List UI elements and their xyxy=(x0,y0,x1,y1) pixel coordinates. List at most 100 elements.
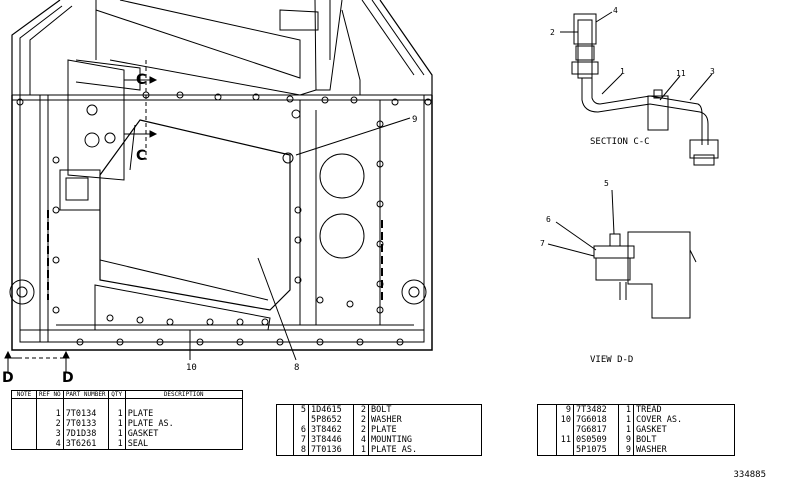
cell-qty: 2 xyxy=(353,415,369,425)
cell-desc: TREAD xyxy=(633,404,735,415)
section-mark-c-bottom: C xyxy=(136,148,146,164)
cell-desc: WASHER xyxy=(633,445,735,456)
cell-desc: PLATE AS. xyxy=(368,445,482,456)
table-row: 7G6817 1 GASKET xyxy=(537,425,735,435)
cell-desc: SEAL xyxy=(124,438,243,449)
table-row: 8 7T0136 1 PLATE AS. xyxy=(276,445,482,456)
cell-part: 3T8462 xyxy=(308,425,354,435)
header-ref: REF NO xyxy=(36,390,64,399)
table-row: 11 0S0509 9 BOLT xyxy=(537,435,735,445)
table-row: 2 7T0133 1 PLATE AS. xyxy=(11,418,243,429)
cell-desc: COVER AS. xyxy=(633,415,735,425)
parts-table-3: 9 7T3482 1 TREAD 10 7G6018 1 COVER AS. 7… xyxy=(537,404,735,456)
table-row: 5 1D4615 2 BOLT xyxy=(276,404,482,415)
header-part: PART NUMBER xyxy=(62,390,109,399)
cell-desc: WASHER xyxy=(368,415,482,425)
table-row: 4 3T6261 1 SEAL xyxy=(11,438,243,449)
cell-ref: 4 xyxy=(36,438,64,449)
cell-ref: 7 xyxy=(293,435,309,445)
section-mark-d-right: D xyxy=(62,370,74,386)
cell-note xyxy=(11,438,37,449)
header-desc: DESCRIPTION xyxy=(124,390,243,399)
cell-desc: GASKET xyxy=(633,425,735,435)
callout-dd-6: 6 xyxy=(546,215,551,224)
cell-ref: 10 xyxy=(556,415,574,425)
callout-dd-7: 7 xyxy=(540,239,545,248)
cell-ref: 8 xyxy=(293,445,309,456)
callout-8: 8 xyxy=(294,363,299,373)
table-row: 10 7G6018 1 COVER AS. xyxy=(537,415,735,425)
cell-desc: PLATE AS. xyxy=(124,418,243,429)
table-row: 7 3T8446 4 MOUNTING xyxy=(276,435,482,445)
cell-ref: 5 xyxy=(293,404,309,415)
cell-part: 3T6261 xyxy=(62,438,109,449)
section-cc-labels: 4 2 1 11 3 SECTION C-C xyxy=(550,6,715,147)
cell-ref: 3 xyxy=(36,428,64,439)
section-cc-caption: SECTION C-C xyxy=(590,137,650,147)
cell-ref: 9 xyxy=(556,404,574,415)
cell-qty: 1 xyxy=(107,428,126,439)
cell-note xyxy=(11,418,37,429)
cell-ref: 2 xyxy=(36,418,64,429)
cell-part: 7T0134 xyxy=(62,408,109,419)
cell-qty: 2 xyxy=(353,404,369,415)
view-dd-drawing xyxy=(547,189,697,319)
table-header-row: NOTE REF NO PART NUMBER QTY DESCRIPTION xyxy=(11,390,243,399)
cell-ref xyxy=(293,415,309,425)
cell-ref xyxy=(556,425,574,435)
view-dd-labels: 5 6 7 VIEW D-D xyxy=(540,179,633,365)
cell-part: 7G6018 xyxy=(573,415,619,425)
callout-cc-11: 11 xyxy=(676,69,686,78)
header-note: NOTE xyxy=(11,390,37,399)
cell-qty: 1 xyxy=(353,445,369,456)
parts-table-1: NOTE REF NO PART NUMBER QTY DESCRIPTION … xyxy=(11,390,243,450)
cell-part: 3T8446 xyxy=(308,435,354,445)
cell-qty: 2 xyxy=(353,425,369,435)
cell-desc: GASKET xyxy=(124,428,243,439)
section-mark-c-top: C xyxy=(136,72,146,88)
callout-9: 9 xyxy=(412,115,417,125)
cell-ref: 6 xyxy=(293,425,309,435)
callout-10: 10 xyxy=(186,363,197,373)
table-row: 1 7T0134 1 PLATE xyxy=(11,408,243,419)
section-cc-drawing xyxy=(560,11,719,166)
cell-part: 0S0509 xyxy=(573,435,619,445)
main-callouts: 10 8 9 C C D D xyxy=(2,72,417,386)
table-row: 3 7D1D38 1 GASKET xyxy=(11,428,243,439)
table-row: 5P1075 9 WASHER xyxy=(537,445,735,456)
cell-qty: 1 xyxy=(618,404,634,415)
cell-part: 7T0133 xyxy=(62,418,109,429)
cell-qty: 9 xyxy=(618,435,634,445)
section-mark-d-left: D xyxy=(2,370,14,386)
cell-note xyxy=(11,428,37,439)
cell-ref: 1 xyxy=(36,408,64,419)
cell-part: 7G6817 xyxy=(573,425,619,435)
cell-desc: BOLT xyxy=(633,435,735,445)
callout-cc-3: 3 xyxy=(710,67,715,76)
cell-qty: 1 xyxy=(618,415,634,425)
main-frame xyxy=(4,0,433,372)
view-dd-caption: VIEW D-D xyxy=(590,355,633,365)
table-row: 6 3T8462 2 PLATE xyxy=(276,425,482,435)
cell-ref xyxy=(556,445,574,456)
cell-qty: 1 xyxy=(618,425,634,435)
parts-table-2: 5 1D4615 2 BOLT 5P8652 2 WASHER 6 3T8462… xyxy=(276,404,482,456)
cell-qty: 9 xyxy=(618,445,634,456)
header-qty: QTY xyxy=(107,390,126,399)
table-row: 9 7T3482 1 TREAD xyxy=(537,404,735,415)
callout-cc-4: 4 xyxy=(613,6,618,15)
cell-desc: PLATE xyxy=(124,408,243,419)
cell-qty: 1 xyxy=(107,408,126,419)
cell-note xyxy=(11,408,37,419)
cell-ref: 11 xyxy=(556,435,574,445)
cell-qty: 4 xyxy=(353,435,369,445)
callout-cc-2: 2 xyxy=(550,28,555,37)
cell-qty: 1 xyxy=(107,418,126,429)
callout-cc-1: 1 xyxy=(620,67,625,76)
illustration-number: 334885 xyxy=(733,470,766,480)
table-row: 5P8652 2 WASHER xyxy=(276,415,482,425)
cell-part: 5P8652 xyxy=(308,415,354,425)
cell-desc: PLATE xyxy=(368,425,482,435)
cell-part: 7T3482 xyxy=(573,404,619,415)
